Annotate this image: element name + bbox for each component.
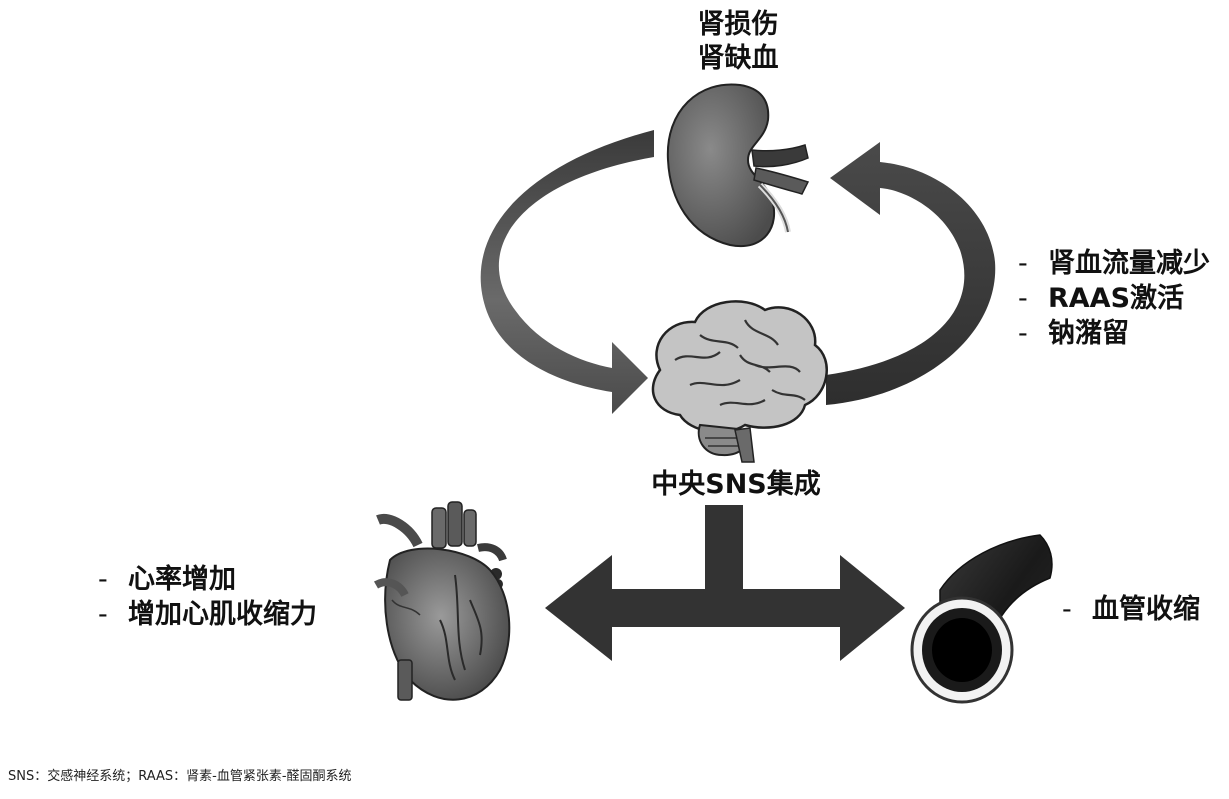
split-arrow	[545, 505, 905, 661]
brain-label: 中央SNS集成	[651, 469, 821, 500]
bullet-dash: -	[1018, 248, 1028, 279]
kidney-label-line2: 肾缺血	[697, 43, 779, 74]
list-item-text: 心率增加	[128, 564, 236, 595]
list-item: -增加心肌收缩力	[98, 597, 317, 632]
footnote: SNS：交感神经系统；RAAS：肾素-血管紧张素-醛固酮系统	[8, 769, 352, 784]
kidney-label-line1: 肾损伤	[697, 9, 779, 40]
list-item-text: 血管收缩	[1092, 594, 1200, 625]
list-item: -血管收缩	[1062, 592, 1200, 627]
bullet-dash: -	[1062, 594, 1072, 625]
list-item: -心率增加	[98, 562, 317, 597]
vessel-effect: -血管收缩	[1062, 592, 1200, 627]
renal-effects-list: -肾血流量减少 -RAAS激活 -钠潴留	[1018, 246, 1210, 351]
list-item: -钠潴留	[1018, 316, 1210, 351]
brain-icon	[651, 300, 828, 463]
heart-icon	[373, 501, 511, 701]
bullet-dash: -	[1018, 283, 1028, 314]
bullet-dash: -	[1018, 318, 1028, 349]
kidney-icon	[666, 83, 810, 248]
cycle-arrow-right	[826, 142, 996, 405]
list-item: -肾血流量减少	[1018, 246, 1210, 281]
list-item: -RAAS激活	[1018, 281, 1210, 316]
bullet-dash: -	[98, 599, 108, 630]
blood-vessel-icon	[910, 534, 1053, 704]
list-item-text: RAAS激活	[1048, 283, 1185, 314]
list-item-text: 增加心肌收缩力	[128, 599, 317, 630]
bullet-dash: -	[98, 564, 108, 595]
list-item-text: 肾血流量减少	[1048, 248, 1210, 279]
list-item-text: 钠潴留	[1048, 318, 1129, 349]
cycle-arrow-left	[480, 130, 654, 414]
heart-effects-list: -心率增加 -增加心肌收缩力	[98, 562, 317, 632]
